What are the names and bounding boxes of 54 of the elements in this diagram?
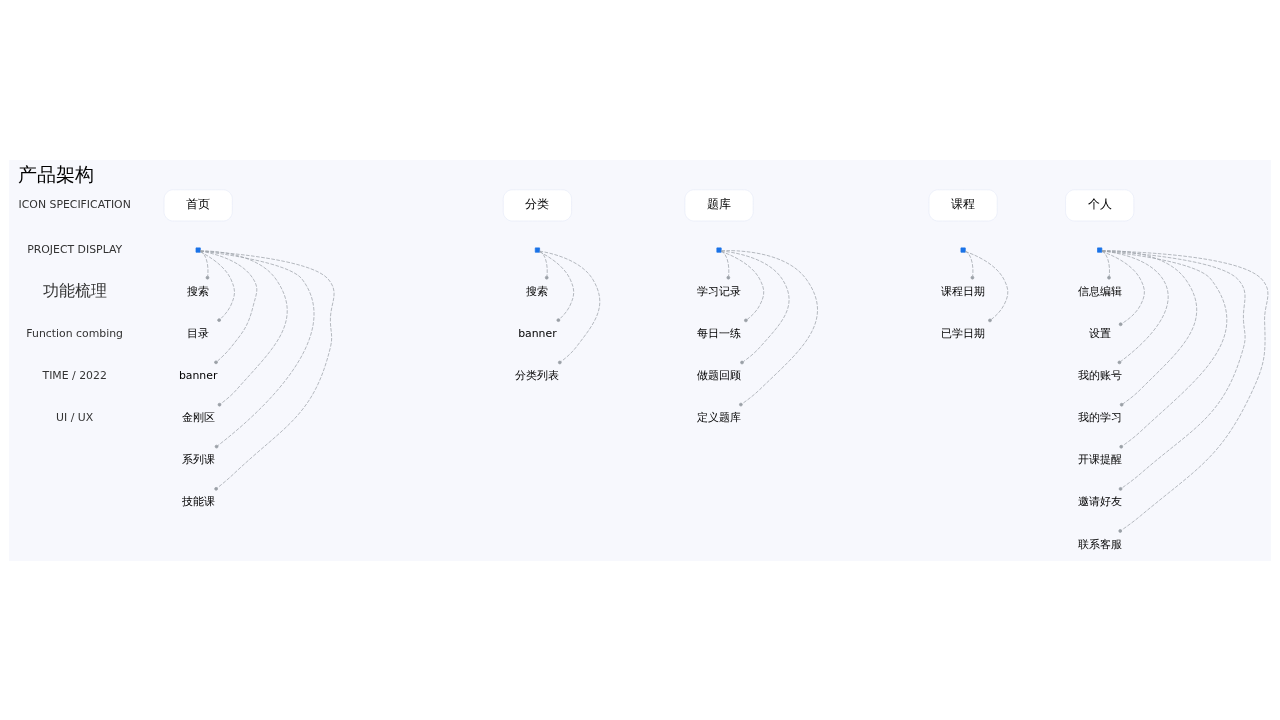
node-text: 每日一练 <box>697 326 742 340</box>
node-text: 我的账号 <box>1077 368 1122 382</box>
label: TIME / 2022 <box>42 368 107 382</box>
connector <box>1101 250 1169 364</box>
connector <box>720 250 790 364</box>
connector <box>965 250 1009 322</box>
connector <box>200 249 288 406</box>
connector <box>539 251 575 322</box>
connector <box>720 250 731 279</box>
node-text: 课程日期 <box>941 284 986 298</box>
node-text: 已学日期 <box>941 326 986 340</box>
connector <box>200 250 258 364</box>
node-text: 定义题库 <box>697 410 742 424</box>
node-text: 搜索 <box>526 284 549 298</box>
node-bar <box>1097 247 1103 253</box>
connector <box>720 250 765 322</box>
connector <box>200 250 315 448</box>
node-bar <box>195 247 201 253</box>
node-text: banner <box>518 326 557 340</box>
node-text: 信息编辑 <box>1077 284 1122 298</box>
node-text: 我的学习 <box>1077 410 1122 424</box>
connector <box>721 249 818 406</box>
node-text: 技能课 <box>181 494 215 508</box>
label: 功能梳理 <box>42 280 107 300</box>
node-text: 邀请好友 <box>1077 494 1122 508</box>
label: PROJECT DISPLAY <box>27 242 123 256</box>
node-text: 目录 <box>187 326 210 340</box>
label: ICON SPECIFICATION <box>18 197 131 211</box>
node-text: 搜索 <box>187 284 210 298</box>
connector <box>1101 249 1198 407</box>
node-text: 系列课 <box>181 452 215 466</box>
node-bar <box>534 247 540 253</box>
connector <box>1101 250 1228 449</box>
label: Function combing <box>26 326 124 340</box>
connector <box>965 250 975 279</box>
node-text: 联系客服 <box>1077 537 1122 551</box>
connector <box>1101 250 1145 326</box>
node-text: 开课提醒 <box>1077 452 1122 466</box>
node-text: banner <box>178 368 218 382</box>
connector <box>539 250 601 364</box>
connector <box>1101 250 1111 279</box>
connector <box>200 251 235 322</box>
node-text: 分类列表 <box>515 368 560 382</box>
node-text: 做题回顾 <box>697 368 742 382</box>
diagram-title: 产品架构 <box>18 162 95 185</box>
node-text: 设置 <box>1088 326 1111 340</box>
node-text: 学习记录 <box>697 284 742 298</box>
connector <box>1101 250 1246 491</box>
node-bar <box>960 247 966 253</box>
node-text: 金刚区 <box>181 410 215 424</box>
connector <box>1101 249 1269 533</box>
node-bar <box>716 247 722 253</box>
label: UI / UX <box>56 410 94 424</box>
connector <box>200 250 335 491</box>
